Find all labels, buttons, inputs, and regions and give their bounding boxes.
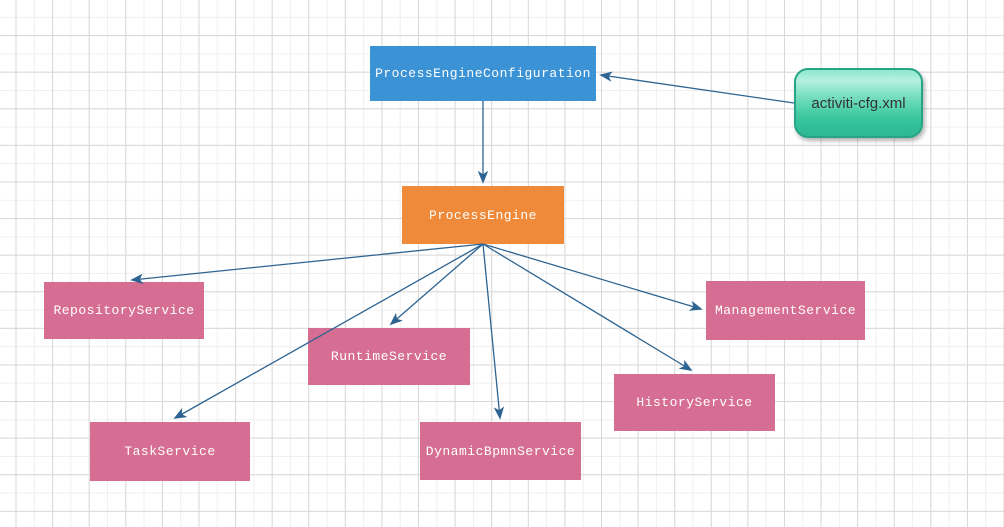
node-management-service: ManagementService bbox=[706, 281, 865, 340]
node-task-service: TaskService bbox=[90, 422, 250, 481]
node-label: RuntimeService bbox=[330, 349, 448, 364]
node-process-engine: ProcessEngine bbox=[402, 186, 564, 244]
edge-activiti-cfg-to-configuration bbox=[599, 71, 795, 104]
edge-process-engine-to-runtime-service bbox=[389, 243, 484, 326]
edge-process-engine-to-history-service bbox=[482, 243, 693, 371]
node-label: ProcessEngineConfiguration bbox=[375, 66, 591, 81]
node-label: ManagementService bbox=[714, 303, 857, 318]
node-dynamic-bpmn-service: DynamicBpmnService bbox=[420, 422, 581, 480]
node-label: ProcessEngine bbox=[429, 207, 537, 223]
edge-process-engine-to-management-service bbox=[482, 243, 703, 311]
node-label: activiti-cfg.xml bbox=[811, 94, 906, 112]
node-label: HistoryService bbox=[636, 395, 753, 410]
node-label: RepositoryService bbox=[53, 303, 195, 318]
edge-process-engine-to-dynamic-bpmn-service bbox=[482, 243, 505, 420]
node-label: TaskService bbox=[124, 444, 216, 459]
node-process-engine-configuration: ProcessEngineConfiguration bbox=[370, 46, 596, 101]
node-activiti-cfg-xml: activiti-cfg.xml bbox=[794, 68, 923, 138]
edge-process-engine-to-repository-service bbox=[130, 243, 484, 285]
node-label: DynamicBpmnService bbox=[425, 443, 576, 459]
node-history-service: HistoryService bbox=[614, 374, 775, 431]
node-repository-service: RepositoryService bbox=[44, 282, 204, 339]
node-runtime-service: RuntimeService bbox=[308, 328, 470, 385]
